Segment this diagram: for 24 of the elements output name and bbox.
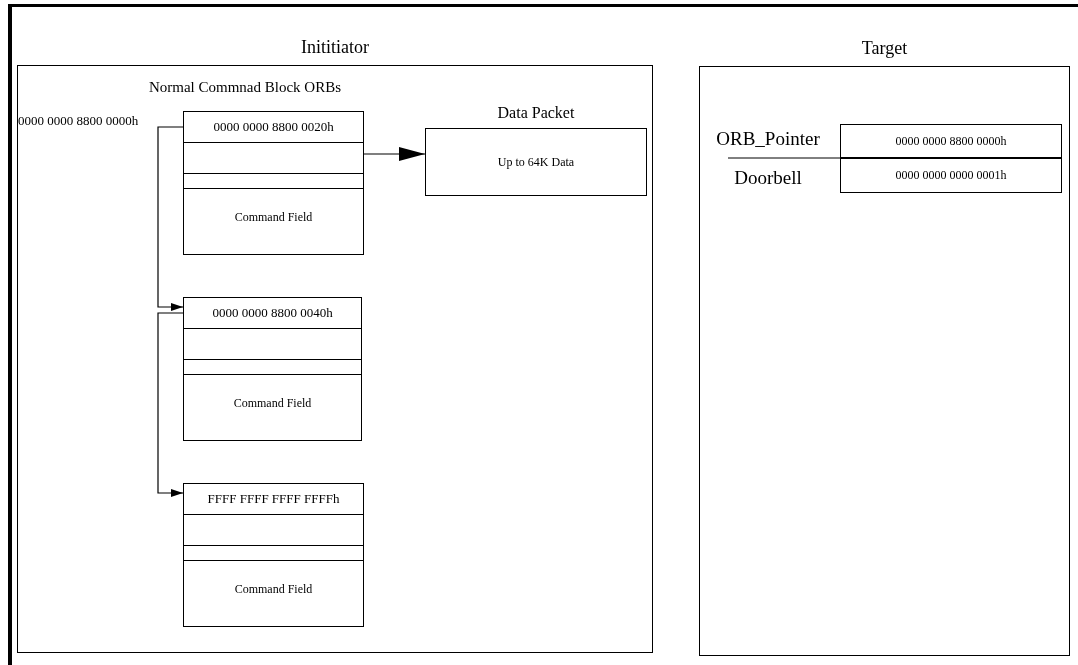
address-field: 0000 0000 8800 0020h [213,119,334,135]
box-heading: Data Packet [496,104,576,122]
arrow [157,312,184,497]
panel-heading: Inititiator [300,37,370,58]
register-cell [840,158,1062,193]
address-field: 0000 0000 8800 0040h [212,305,333,321]
register-name: Doorbell [733,167,803,189]
orb-block [183,111,364,255]
register-value: 0000 0000 0000 0001h [895,168,1007,183]
group-heading: Normal Commnad Block ORBs [147,79,343,96]
command-field-label: Command Field [233,395,312,411]
orb-block [183,483,364,627]
command-field-label: Command Field [234,581,313,597]
box-text: Up to 64K Data [497,154,575,170]
orb-block [183,297,362,441]
register-cell [840,124,1062,158]
address-field: FFFF FFFF FFFF FFFFh [207,491,340,507]
arrow [157,126,184,311]
command-field-label: Command Field [234,209,313,225]
arrow [363,147,426,161]
panel-heading: Target [860,38,909,59]
register-name: ORB_Pointer [715,128,821,150]
register-value: 0000 0000 8800 0000h [895,133,1007,149]
address-label: 0000 0000 8800 0000h [18,113,140,129]
